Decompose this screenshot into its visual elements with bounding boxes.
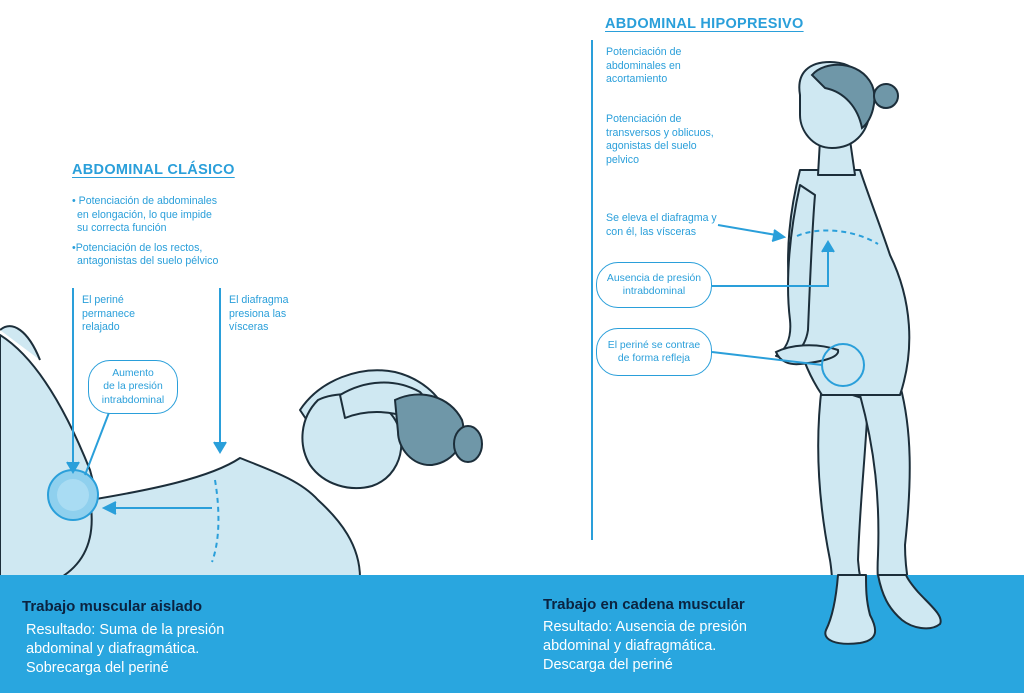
callout-line: intrabdominal — [101, 394, 165, 406]
standing-diaphragm-line — [796, 229, 879, 245]
classic-title: ABDOMINAL CLÁSICO — [72, 162, 235, 178]
note-line: transversos y oblicuos, — [606, 126, 714, 139]
standing-hair — [810, 63, 899, 130]
footer-right-line: Descarga del periné — [543, 657, 673, 673]
classic-bullets: • Potenciación de abdominales en elongac… — [72, 195, 272, 269]
classic-bullet-line: su correcta función — [77, 222, 167, 234]
note-line: con él, las vísceras — [606, 225, 697, 238]
classic-perine-note: El periné permanece relajado — [82, 294, 135, 335]
hypopressive-benefits-2: Potenciación de transversos y oblicuos, … — [606, 113, 714, 167]
note-line: Potenciación de — [606, 46, 682, 58]
footer-left-line: Resultado: Suma de la presión — [26, 622, 225, 638]
standing-arrows — [711, 224, 835, 366]
hypopressive-diaphragm-note: Se eleva el diafragma y con él, las vísc… — [606, 212, 717, 239]
footer-left-line: abdominal y diafragmática. — [26, 641, 200, 657]
callout-line: El periné se contrae — [607, 339, 701, 351]
callout-line: de forma refleja — [617, 353, 691, 364]
note-line: presiona las — [229, 307, 287, 320]
hypopressive-pressure-callout: Ausencia de presión intrabdominal — [596, 262, 712, 308]
footer-right-line: Resultado: Ausencia de presión — [543, 619, 747, 635]
note-line: agonistas del suelo — [606, 140, 697, 152]
crunch-diaphragm-line — [211, 479, 220, 563]
note-line: El diafragma — [229, 294, 289, 306]
note-line: permanece — [82, 307, 135, 320]
classic-bullet-line: • Potenciación de abdominales — [72, 195, 218, 207]
note-line: Se eleva el diafragma y — [606, 212, 717, 224]
note-line: El periné — [82, 294, 124, 306]
note-line: abdominales en — [606, 59, 681, 72]
note-line: acortamiento — [606, 73, 668, 85]
note-line: vísceras — [229, 321, 269, 333]
callout-line: Aumento — [112, 367, 154, 379]
footer-left-line: Sobrecarga del periné — [26, 660, 169, 676]
note-line: pelvico — [606, 153, 639, 166]
classic-bullet-line: •Potenciación de los rectos, — [72, 241, 203, 254]
hypopressive-benefits-1: Potenciación de abdominales en acortamie… — [606, 46, 681, 87]
classic-bullet-line: en elongación, lo que impide — [77, 208, 212, 221]
footer-right-line: abdominal y diafragmática. — [543, 638, 717, 654]
callout-line: de la presión — [103, 381, 163, 393]
classic-pressure-callout: Aumento de la presión intrabdominal — [88, 360, 178, 414]
crunch-arrows — [66, 288, 227, 515]
crunch-figure — [0, 325, 446, 579]
footer-right-title: Trabajo en cadena muscular — [543, 596, 745, 613]
note-line: Potenciación de — [606, 113, 682, 125]
hypopressive-perine-callout: El periné se contrae de forma refleja — [596, 328, 712, 376]
callout-line: Ausencia de presión — [606, 272, 702, 284]
classic-diaphragm-note: El diafragma presiona las vísceras — [229, 294, 288, 335]
crunch-hair — [393, 393, 483, 467]
hypopressive-title: ABDOMINAL HIPOPRESIVO — [605, 16, 804, 32]
callout-line: intrabdominal — [622, 286, 686, 297]
footer-left-title: Trabajo muscular aislado — [22, 598, 203, 615]
note-line: relajado — [82, 321, 120, 333]
classic-bullet-line: antagonistas del suelo pélvico — [77, 255, 219, 267]
